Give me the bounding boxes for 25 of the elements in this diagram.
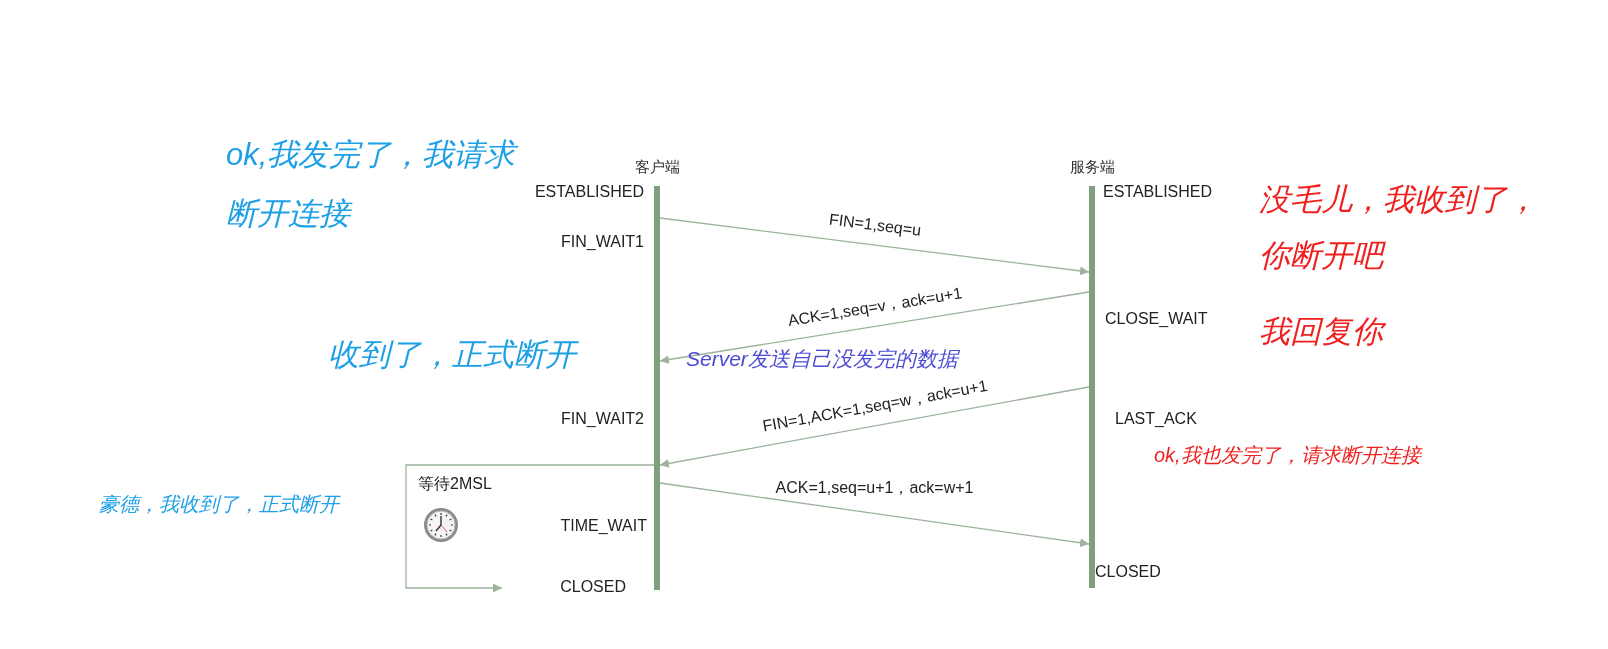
message-arrow (659, 482, 1090, 548)
message-arrow (659, 217, 1090, 276)
state-label: FIN_WAIT1 (561, 232, 644, 252)
state-label: ESTABLISHED (534, 182, 644, 202)
state-label: ESTABLISHED (1103, 182, 1213, 202)
annotation-text: ok,我也发完了，请求断开连接 (1154, 443, 1421, 468)
lifeline-header: 客户端 (634, 157, 680, 177)
message-arrow (659, 291, 1090, 364)
lifeline-bar (1089, 186, 1095, 588)
state-label: CLOSE_WAIT (1105, 309, 1208, 329)
wait-label: 等待2MSL (418, 474, 492, 494)
annotation-text: 没毛儿，我收到了，你断开吧 (1259, 181, 1539, 275)
message-arrow (659, 386, 1090, 468)
state-label: TIME_WAIT (560, 516, 647, 536)
state-label: FIN_WAIT2 (561, 409, 644, 429)
edge-label: ACK=1,seq=u+1，ack=w+1 (773, 478, 976, 497)
message-arrow (405, 464, 655, 593)
annotation-text: Server发送自己没发完的数据 (686, 346, 958, 372)
state-label: CLOSED (560, 577, 626, 597)
annotation-text: 豪德，我收到了，正式断开 (99, 492, 339, 517)
lifeline-bar (654, 186, 660, 590)
state-label: CLOSED (1095, 562, 1161, 582)
lifeline-header: 服务端 (1069, 157, 1115, 177)
annotation-text: ok,我发完了，我请求断开连接 (226, 136, 516, 233)
state-label: LAST_ACK (1115, 409, 1197, 429)
